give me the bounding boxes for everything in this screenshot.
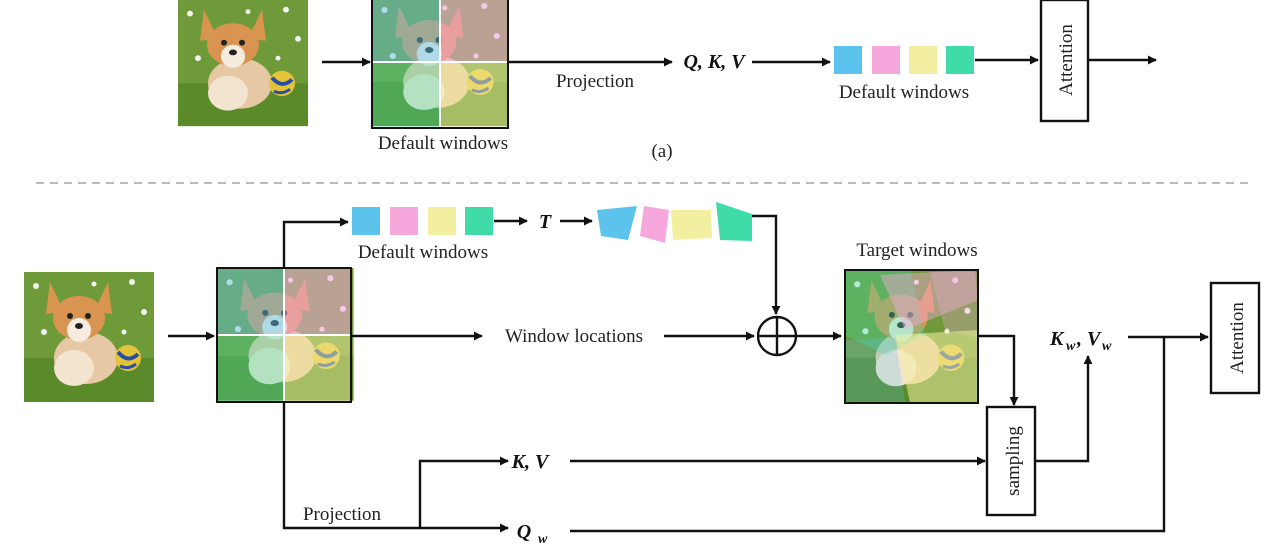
svg-text:w: w (538, 532, 548, 544)
attention-label-a: Attention (1056, 24, 1077, 96)
default-windows-label-tokens: Default windows (839, 82, 969, 103)
kv-label: K, V (511, 451, 550, 473)
transformed-token-yellow (671, 210, 712, 240)
svg-text:w: w (1066, 339, 1076, 354)
arrow-to-kv (418, 456, 509, 528)
window-token-blue (352, 207, 380, 235)
arrow-target-to-sampling (978, 334, 1019, 406)
target-windows-label: Target windows (856, 240, 977, 261)
input-image-b (22, 270, 156, 404)
t-label: T (539, 211, 552, 233)
attention-box-b (1209, 281, 1261, 395)
windowed-image-b (217, 268, 354, 403)
window-token-green (465, 207, 493, 235)
transformed-window-tokens (597, 202, 752, 243)
projection-line (282, 402, 420, 530)
attention-label-b: Attention (1227, 302, 1248, 374)
svg-text:Q: Q (517, 521, 531, 543)
window-token-pink (390, 207, 418, 235)
arrow-sampling-to-kwvw (1035, 355, 1093, 463)
arrow-to-default-windows-b (282, 217, 349, 268)
qw-label: Q w (517, 521, 548, 544)
window-token-green (946, 46, 974, 74)
part-a: Default windows Projection Q, K, V Defau… (176, 0, 1157, 162)
svg-text:K: K (1049, 328, 1065, 350)
sampling-box (985, 405, 1037, 517)
window-locations-label: Window locations (505, 326, 643, 347)
kw-vw-label: K w , V w (1049, 328, 1112, 354)
default-window-tokens-b (352, 207, 493, 235)
default-window-tokens-a (834, 46, 974, 74)
svg-text:V: V (1087, 328, 1102, 350)
default-windows-label-b: Default windows (358, 242, 488, 263)
svg-text:w: w (1102, 339, 1112, 354)
window-token-pink (872, 46, 900, 74)
sampling-label: sampling (1003, 426, 1024, 496)
projection-label-b: Projection (303, 504, 382, 525)
part-b: Default windows T Window locations Targe… (22, 202, 1261, 544)
window-token-yellow (428, 207, 456, 235)
target-windows-image (845, 270, 978, 403)
arrow-transformed-to-plus (752, 214, 781, 315)
part-a-caption: (a) (651, 141, 672, 162)
attention-box-a (1039, 0, 1090, 123)
circle-plus-icon (756, 315, 798, 357)
transformed-token-blue (597, 206, 637, 240)
projection-label-a: Projection (556, 71, 635, 92)
qw-line (570, 337, 1166, 533)
windowed-image-a (372, 0, 508, 129)
transformed-token-pink (640, 206, 669, 243)
input-image-a (176, 0, 310, 129)
svg-text:,: , (1076, 328, 1082, 350)
default-windows-label-image: Default windows (378, 133, 508, 154)
window-token-blue (834, 46, 862, 74)
qkv-label: Q, K, V (683, 51, 746, 73)
window-token-yellow (909, 46, 937, 74)
transformed-token-green (716, 202, 752, 241)
